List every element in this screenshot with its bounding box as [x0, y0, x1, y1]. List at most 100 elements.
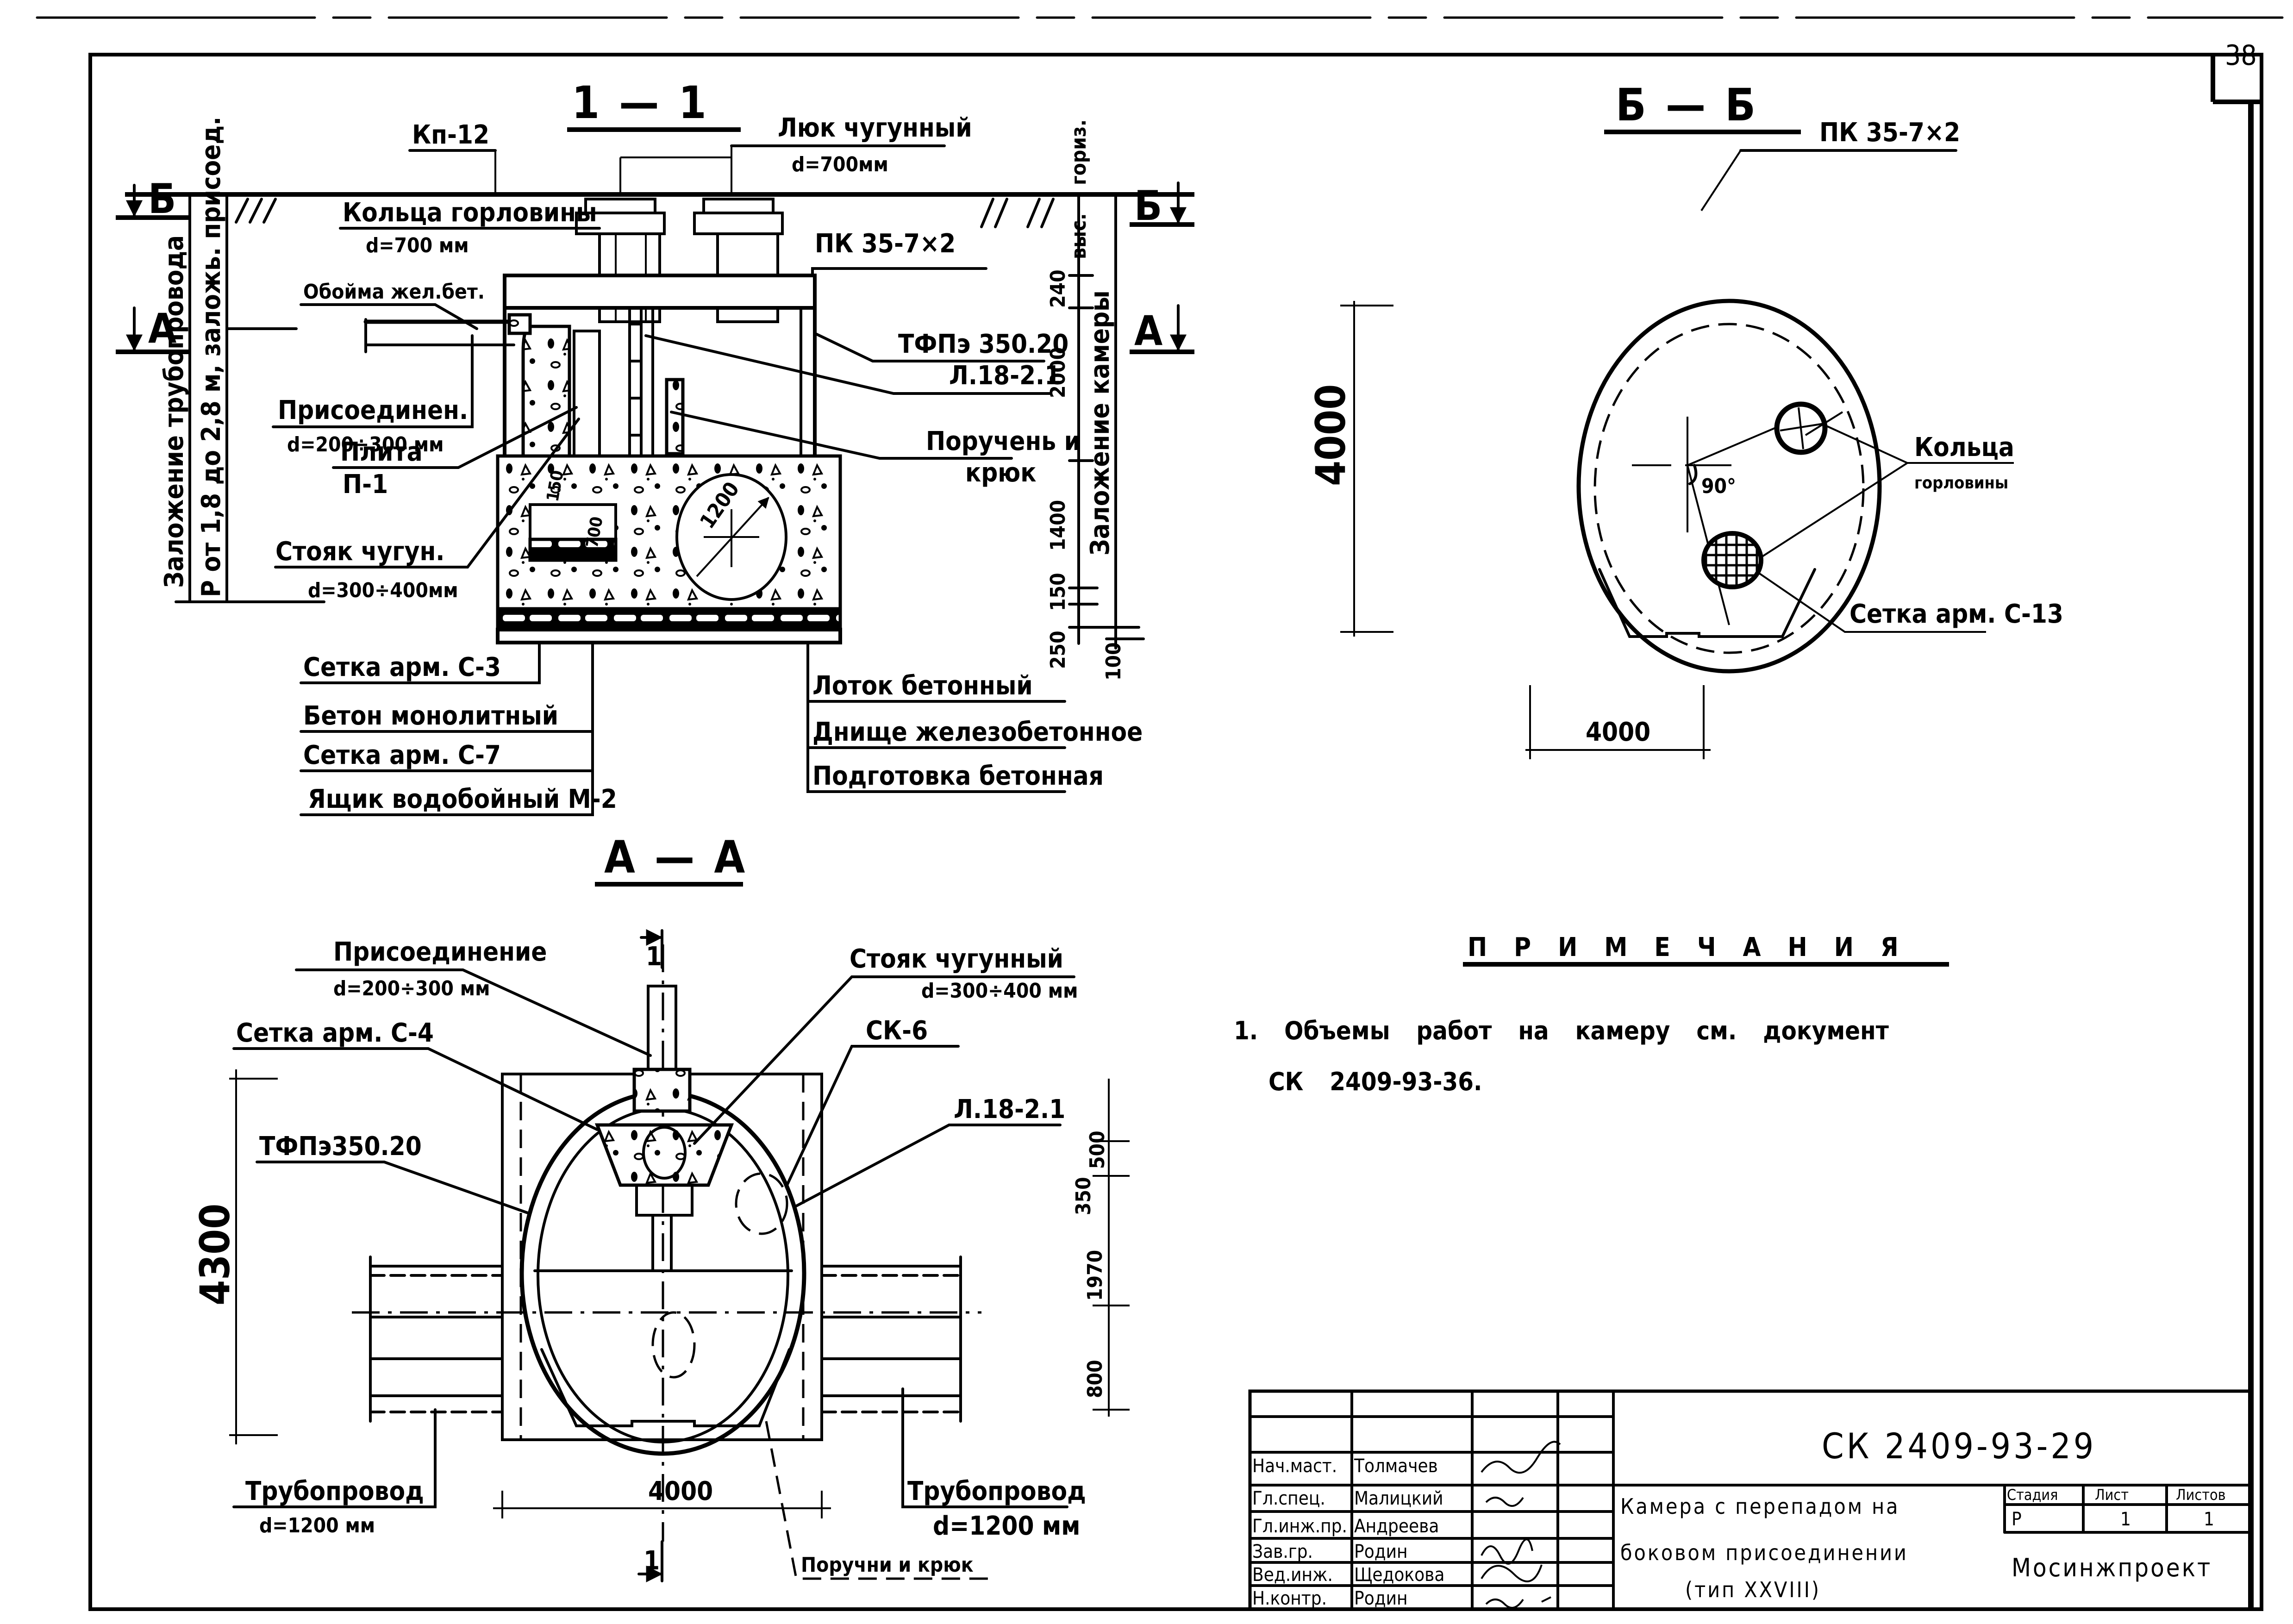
label-handrail-1-1: Поручень и [926, 426, 1081, 456]
doc-code: СК 2409-93-29 [1822, 1425, 2096, 1467]
label-l18-a-a: Л.18-2.1 [954, 1094, 1065, 1124]
label-hatch-d: d=700мм [792, 153, 888, 176]
dim-1400: 1400 [1046, 500, 1070, 551]
neck-ring-grid [1701, 531, 1763, 589]
label-tfp-a-a: ТФПэ350.20 [259, 1131, 422, 1162]
label-neck-rings: Кольца горловины [343, 198, 597, 228]
staff-row: Нач.маст. Толмачев [1252, 1455, 1438, 1477]
pipe-depth-dimension [175, 193, 325, 603]
svg-text:Нач.маст.: Нач.маст. [1252, 1455, 1337, 1477]
label-concrete-monolithic: Бетон монолитный [303, 701, 558, 731]
staff-row: Зав.гр. Родин [1252, 1541, 1408, 1562]
label-handrail-a-a: Поручни и крюк [801, 1553, 974, 1577]
dim-1970: 1970 [1083, 1250, 1107, 1301]
chamber-base [1598, 568, 1816, 638]
section-b-b: Б — Б 90° ПК 35-7×2 Кольца горловины Сет… [1307, 79, 2063, 759]
label-handrail-1-1-b: крюк [965, 458, 1036, 488]
svg-text:1: 1 [644, 1546, 660, 1576]
sheet-value: 1 [2120, 1509, 2131, 1530]
cut-marker-b-right: Б [1130, 181, 1194, 230]
label-rings: Кольца [1914, 432, 2014, 462]
pipeline-right [820, 1255, 962, 1423]
pipe-depth-label: Заложение трубопровода [159, 235, 189, 588]
cut-marker-a-left: А [116, 305, 190, 354]
label-riser-1-1-d: d=300÷400мм [308, 579, 458, 602]
sheets-value: 1 [2204, 1509, 2214, 1530]
svg-text:Гл.инж.пр.: Гл.инж.пр. [1252, 1516, 1347, 1537]
staff-row: Н.контр. Родин [1252, 1588, 1408, 1609]
dim-width-a-a-text: 4000 [648, 1476, 713, 1506]
riser-cone [594, 1123, 734, 1187]
svg-text:Малицкий: Малицкий [1354, 1488, 1443, 1509]
label-tfp-1-1: ТФПэ 350.20 [898, 329, 1068, 359]
note-item-2: СК 2409-93-36. [1268, 1067, 1482, 1096]
section-a-a: А — А 1 1 [191, 831, 1130, 1582]
pipeline-left [369, 1255, 504, 1423]
label-pipe-right-d: d=1200 мм [933, 1511, 1080, 1541]
page-number: 38 [2225, 39, 2257, 72]
sheets-header: Листов [2176, 1486, 2226, 1504]
grade-label: гориз. [1067, 119, 1091, 185]
label-grid-c13: Сетка арм. С-13 [1849, 599, 2063, 629]
chamber-outer-ring [1576, 299, 1882, 674]
concrete-prep [496, 628, 842, 644]
dim-240: 240 [1046, 269, 1070, 308]
chamber-inner-ring [1593, 323, 1865, 654]
dim-width-b-b-text: 4000 [1586, 717, 1650, 747]
label-rings-2: горловины [1914, 474, 2008, 493]
stage-header: Стадия [2007, 1486, 2058, 1504]
dim-width-a-a [493, 1491, 831, 1518]
staff-row: Гл.инж.пр. Андреева [1252, 1516, 1439, 1537]
section-a-a-title: А — А [604, 831, 748, 883]
label-concrete-prep: Подготовка бетонная [812, 761, 1104, 791]
label-bottom-slab: Днище железобетонное [812, 717, 1143, 747]
dim-width-b-b [1525, 685, 1711, 759]
label-pk-1-1: ПК 35-7×2 [815, 229, 956, 259]
label-l18-1-1: Л.18-2.1 [949, 361, 1061, 391]
label-pipe-right: Трубопровод [907, 1476, 1086, 1506]
description-line-3: (тип XXVIII) [1685, 1577, 1821, 1602]
notes-heading: ПРИМЕЧАНИЯ [1468, 932, 1925, 962]
label-water-box: Ящик водобойный М-2 [308, 784, 617, 814]
dim-height-b-b-text: 4000 [1307, 384, 1355, 486]
svg-text:Вед.инж.: Вед.инж. [1252, 1564, 1333, 1586]
svg-text:Б: Б [148, 175, 176, 223]
notes-block: ПРИМЕЧАНИЯ 1. Объемы работ на камеру см.… [1234, 932, 1949, 1096]
label-hatch: Люк чугунный [778, 113, 972, 143]
label-pipe-left-d: d=1200 мм [259, 1514, 375, 1537]
description-line-2: боковом присоединении [1620, 1540, 1908, 1565]
dim-2000: 2000 [1046, 347, 1070, 398]
sheet-frame [36, 16, 2284, 1611]
dim-800: 800 [1083, 1360, 1107, 1398]
label-tray: Лоток бетонный [812, 671, 1033, 701]
svg-text:Толмачев: Толмачев [1354, 1455, 1438, 1477]
section-1-1: 1 — 1 [116, 77, 1194, 816]
pipe-depth-range: Р от 1,8 до 2,8 м, заложь. присоед. [196, 117, 226, 597]
label-neck-rings-d: d=700 мм [366, 234, 469, 257]
staff-row: Вед.инж. Щедокова [1252, 1564, 1444, 1586]
organization: Мосинжпроект [2012, 1553, 2212, 1582]
dim-chain-a-a [1093, 1079, 1130, 1417]
dim-height-a-a [229, 1069, 278, 1444]
svg-text:Родин: Родин [1354, 1588, 1408, 1609]
note-item-1: 1. Объемы работ на камеру см. документ [1234, 1016, 1889, 1045]
svg-text:Н.контр.: Н.контр. [1252, 1588, 1327, 1609]
svg-text:Зав.гр.: Зав.гр. [1252, 1541, 1313, 1562]
sheet-header: Лист [2095, 1486, 2129, 1504]
label-pk-b-b: ПК 35-7×2 [1819, 118, 1960, 148]
label-ck6: СК-6 [866, 1016, 928, 1046]
label-connection-a-a-d: d=200÷300 мм [333, 977, 490, 1000]
label-grid-c7: Сетка арм. С-7 [303, 740, 501, 770]
chamber-depth-dimension [1068, 193, 1145, 650]
label-pipe-left: Трубопровод [245, 1476, 424, 1506]
signatures [1481, 1441, 1561, 1609]
title-block: Нач.маст. Толмачев Гл.спец. Малицкий Гл.… [1248, 1389, 2253, 1611]
svg-text:Щедокова: Щедокова [1354, 1564, 1444, 1586]
label-connection-1-1: Присоединен. [278, 395, 468, 425]
dim-500: 500 [1086, 1131, 1109, 1169]
section-1-1-title: 1 — 1 [572, 77, 709, 129]
ground-hatch-left [235, 198, 277, 224]
svg-text:Родин: Родин [1354, 1541, 1408, 1562]
svg-text:Б: Б [1134, 182, 1162, 230]
